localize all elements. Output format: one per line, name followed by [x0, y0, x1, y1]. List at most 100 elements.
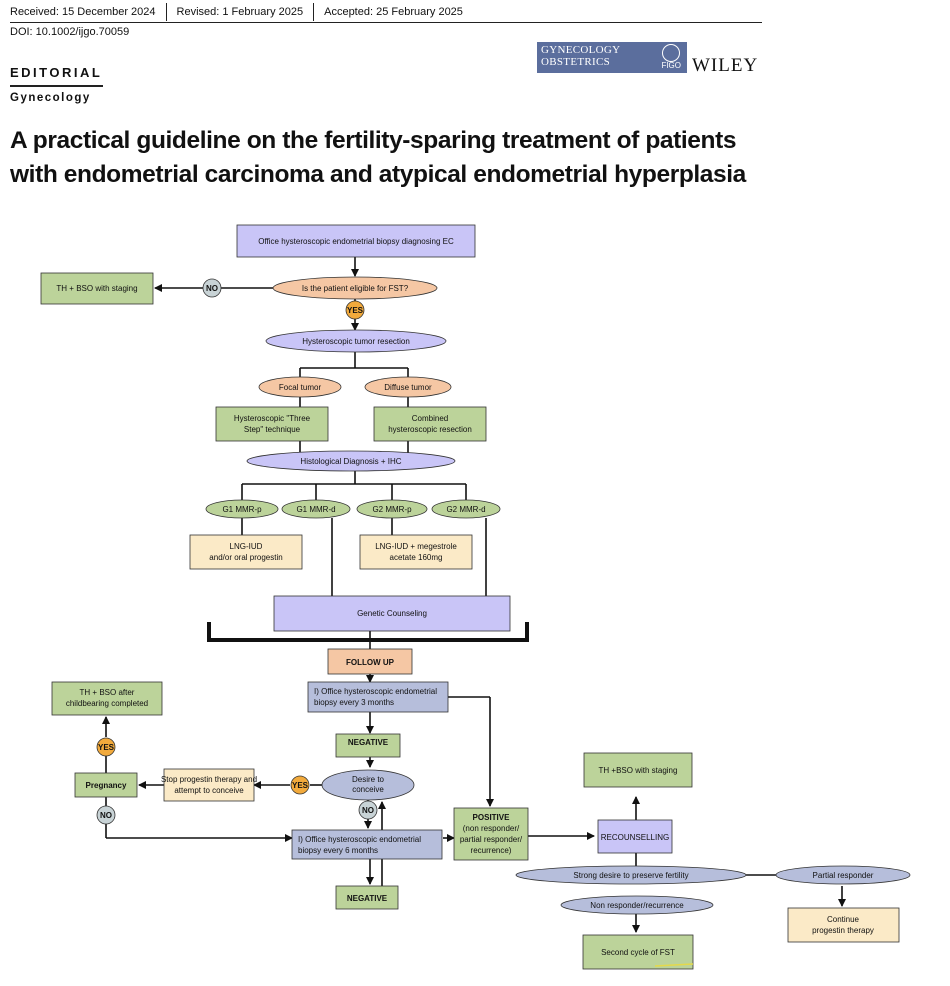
- combined-label-2: hysteroscopic resection: [388, 425, 472, 434]
- partial-responder-label: Partial responder: [813, 871, 874, 880]
- th-bso-after-childbearing-box: [51, 681, 163, 716]
- desire-conceive-node: [321, 769, 415, 801]
- pregnancy-box: [74, 772, 138, 798]
- journal-logo-line2: OBSTETRICS: [541, 56, 611, 68]
- followup-3-months-label-2: biopsy every 3 months: [314, 698, 394, 707]
- eligibility-label: Is the patient eligible for FST?: [302, 284, 409, 293]
- stop-progestin-label-2: attempt to conceive: [174, 786, 244, 795]
- combined-label-1: Combined: [412, 414, 448, 423]
- recounselling-label: RECOUNSELLING: [601, 833, 669, 842]
- follow-up-box: [327, 648, 413, 675]
- genetic-counseling-box: [273, 595, 511, 632]
- no-badge-desire: [358, 800, 378, 820]
- lng-iud-megestrol-box: [359, 534, 473, 570]
- continue-progestin-box: [787, 907, 900, 943]
- diffuse-tumor-label: Diffuse tumor: [384, 383, 432, 392]
- g1-mmr-d-node: [281, 499, 351, 519]
- lng-iud-megestrol-label-2: acetate 160mg: [390, 553, 443, 562]
- th-bso-after-label-2: childbearing completed: [66, 699, 148, 708]
- focal-tumor-label: Focal tumor: [279, 383, 322, 392]
- three-step-label-1: Hysteroscopic "Three: [234, 414, 311, 423]
- yes-badge-desire: [290, 775, 310, 795]
- yes-badge-pregnancy: [96, 737, 116, 757]
- g1-mmr-d-label: G1 MMR-d: [296, 505, 335, 514]
- diffuse-tumor-node: [364, 376, 452, 398]
- g1-mmr-p-label: G1 MMR-p: [222, 505, 262, 514]
- hysteroscopic-resection-label: Hysteroscopic tumor resection: [302, 337, 410, 346]
- desire-label-2: conceive: [352, 785, 384, 794]
- second-cycle-label: Second cycle of FST: [601, 948, 675, 957]
- g2-mmr-d-node: [431, 499, 501, 519]
- publisher-logo[interactable]: WILEY: [692, 55, 759, 76]
- g2-mmr-p-label: G2 MMR-p: [372, 505, 412, 514]
- flowchart-connectors: [102, 257, 846, 933]
- recounselling-box: [597, 819, 673, 854]
- followup-3-months-box: [307, 681, 449, 713]
- section-divider: [10, 85, 103, 87]
- section-label: EDITORIAL: [10, 65, 103, 80]
- followup-6-months-box: [291, 829, 443, 860]
- figo-seal-icon: [662, 44, 680, 62]
- non-responder-label: Non responder/recurrence: [590, 901, 684, 910]
- th-bso-staging-box-2: [583, 752, 693, 788]
- histological-diagnosis-label: Histological Diagnosis + IHC: [300, 457, 401, 466]
- followup-3-months-label-1: I) Office hysteroscopic endometrial: [314, 687, 437, 696]
- positive-label-1: (non responder/: [463, 824, 520, 833]
- yes-label-1: YES: [347, 306, 364, 315]
- negative-label-2: NEGATIVE: [347, 894, 388, 903]
- stop-progestin-box: [163, 768, 255, 802]
- highlight-mark: [654, 963, 694, 967]
- positive-label-2: partial responder/: [460, 835, 523, 844]
- yes-label-3: YES: [98, 743, 115, 752]
- no-label-2: NO: [362, 806, 374, 815]
- second-cycle-box: [582, 934, 694, 970]
- eligibility-question: [272, 276, 438, 300]
- lng-iud-oral-label-2: and/or oral progestin: [209, 553, 282, 562]
- journal-logo[interactable]: GYNECOLOGY OBSTETRICS FIGO: [537, 42, 687, 73]
- accepted-date: Accepted: 25 February 2025: [324, 6, 463, 18]
- positive-label-3: recurrence): [471, 846, 512, 855]
- article-dates-bar: Received: 15 December 2024 Revised: 1 Fe…: [10, 2, 762, 23]
- th-bso-staging-label-2: TH +BSO with staging: [599, 766, 678, 775]
- office-biopsy-box: [236, 224, 476, 258]
- negative-box-1: [335, 733, 401, 758]
- doi[interactable]: DOI: 10.1002/ijgo.70059: [10, 26, 130, 38]
- g2-mmr-p-node: [356, 499, 428, 519]
- three-step-box: [215, 406, 329, 442]
- pregnancy-label: Pregnancy: [86, 781, 127, 790]
- continue-label-1: Continue: [827, 915, 860, 924]
- histological-diagnosis-node: [246, 450, 456, 472]
- focal-tumor-node: [258, 376, 342, 398]
- hysteroscopic-resection-node: [265, 329, 447, 353]
- follow-up-label: FOLLOW UP: [346, 658, 395, 667]
- lng-iud-oral-box: [189, 534, 303, 570]
- th-bso-staging-label: TH + BSO with staging: [56, 284, 137, 293]
- th-bso-staging-box: [40, 272, 154, 305]
- g2-mmr-d-label: G2 MMR-d: [446, 505, 485, 514]
- genetic-counseling-label: Genetic Counseling: [357, 609, 427, 618]
- combined-resection-box: [373, 406, 487, 442]
- yes-badge-eligibility: [345, 300, 365, 320]
- three-step-label-2: Step" technique: [244, 425, 301, 434]
- positive-label: POSITIVE: [473, 813, 511, 822]
- received-date: Received: 15 December 2024: [10, 3, 167, 21]
- followup-6-months-label-2: biopsy every 6 months: [298, 846, 378, 855]
- no-badge-pregnancy: [96, 805, 116, 825]
- negative-box-2: [335, 885, 399, 910]
- yes-label-2: YES: [292, 781, 309, 790]
- partial-responder-node: [775, 865, 911, 885]
- negative-label-1: NEGATIVE: [348, 738, 389, 747]
- strong-desire-label: Strong desire to preserve fertility: [573, 871, 688, 880]
- journal-logo-badge: FIGO: [661, 61, 681, 70]
- g1-mmr-p-node: [205, 499, 279, 519]
- followup-bracket: [207, 622, 529, 642]
- subsection-label: Gynecology: [10, 92, 91, 104]
- lng-iud-megestrol-label-1: LNG-IUD + megestrole: [375, 542, 457, 551]
- strong-desire-node: [515, 865, 747, 885]
- revised-date: Revised: 1 February 2025: [167, 3, 315, 21]
- continue-label-2: progestin therapy: [812, 926, 874, 935]
- no-badge-eligibility: [202, 278, 222, 298]
- th-bso-after-label-1: TH + BSO after: [80, 688, 135, 697]
- non-responder-node: [560, 895, 714, 915]
